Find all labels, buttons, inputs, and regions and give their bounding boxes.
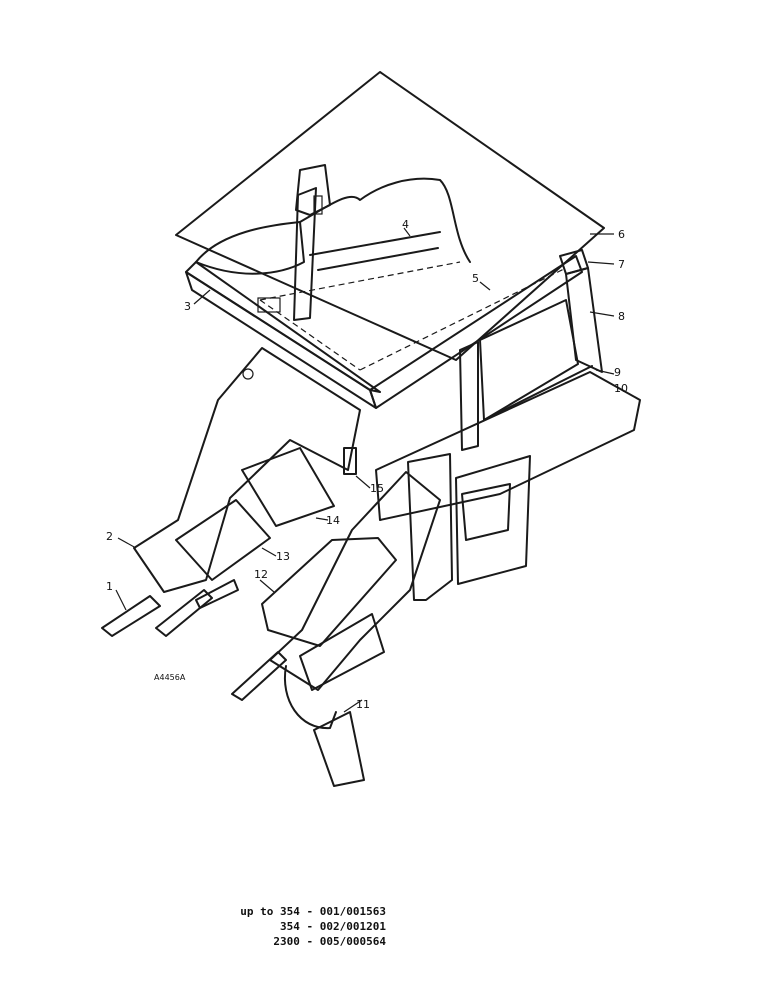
serial-range-3: 2300 - 005/000564 [273, 935, 386, 948]
callout-14: 14 [326, 514, 340, 527]
leader-lines [115, 227, 615, 713]
callout-labels: 1 2 3 4 5 6 7 8 9 10 11 12 13 14 15 A445… [106, 218, 628, 711]
left-side-panel [133, 347, 361, 593]
figure-code: A4456A [154, 673, 186, 682]
rear-post [293, 164, 441, 321]
callout-7: 7 [618, 258, 625, 271]
floor-mats [175, 447, 397, 647]
right-step [231, 613, 385, 787]
serial-range-caption: up to 354 - 001/001563 354 - 002/001201 … [228, 904, 386, 949]
callout-2: 2 [106, 530, 113, 543]
serial-range-2: 354 - 002/001201 [280, 920, 386, 933]
callout-4: 4 [402, 218, 409, 231]
callout-15: 15 [370, 482, 384, 495]
right-side-panel [269, 471, 441, 691]
roof-lining [195, 177, 471, 275]
callout-6: 6 [618, 228, 625, 241]
roof-panel [175, 71, 605, 361]
callout-5: 5 [472, 272, 479, 285]
callout-8: 8 [618, 310, 625, 323]
callout-1: 1 [106, 580, 113, 593]
floor-plate [375, 371, 641, 601]
callout-3: 3 [184, 300, 191, 313]
callout-12: 12 [254, 568, 268, 581]
side-frame [459, 267, 603, 451]
left-step [101, 579, 239, 637]
callout-10: 10 [614, 382, 628, 395]
serial-range-1: up to 354 - 001/001563 [240, 905, 386, 918]
callout-13: 13 [276, 550, 290, 563]
callout-11: 11 [356, 698, 370, 711]
bracket [343, 447, 357, 475]
callout-9: 9 [614, 366, 621, 379]
upper-frame [185, 249, 589, 409]
